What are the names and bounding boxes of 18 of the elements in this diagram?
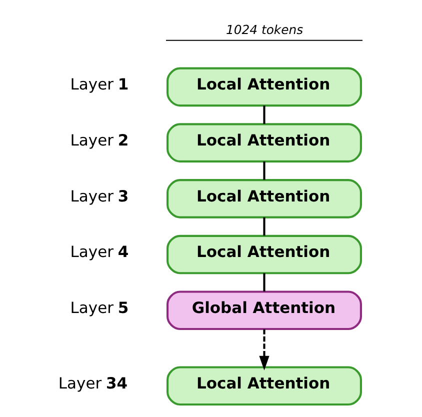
node-label: Layer 5: [70, 298, 128, 317]
connector: [262, 106, 265, 124]
label: 1024 tokens: [225, 22, 303, 37]
node-box: Global Attention: [166, 290, 362, 330]
node-box: Local Attention: [166, 179, 362, 218]
node-box: Local Attention: [166, 366, 362, 406]
node-box: Local Attention: [166, 234, 362, 274]
node-box: Local Attention: [166, 123, 362, 162]
node-label: Layer 34: [58, 374, 128, 392]
node-label: Layer 4: [70, 243, 128, 262]
node-box: Local Attention: [166, 67, 362, 107]
node-label: Layer 1: [70, 76, 128, 94]
node-label: Layer 3: [70, 187, 128, 206]
connector: [262, 217, 265, 236]
node-label: Layer 2: [70, 131, 128, 150]
arrow: [258, 329, 269, 370]
connector: [262, 161, 265, 180]
connector: [262, 273, 265, 292]
